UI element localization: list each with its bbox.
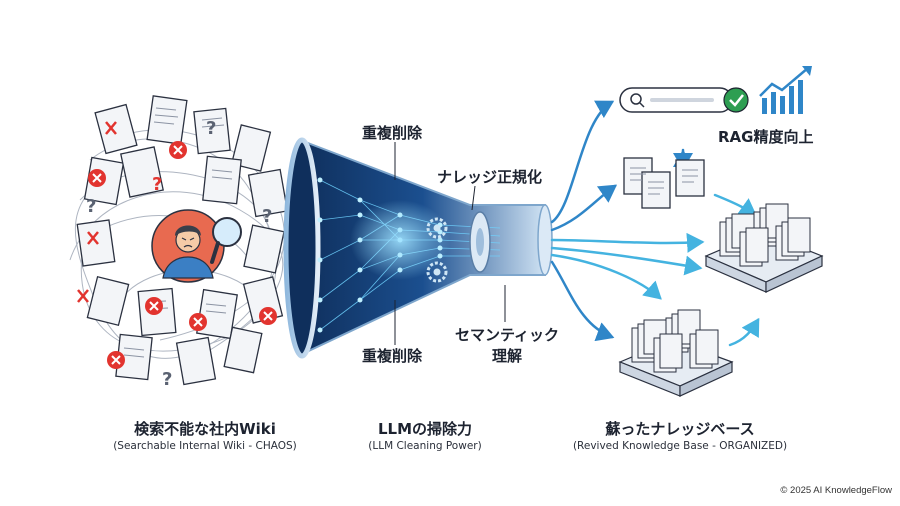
close-icon — [189, 313, 207, 331]
llm-caption: LLMの掃除力 — [377, 420, 473, 438]
llm-subcaption: (LLM Cleaning Power) — [368, 440, 482, 452]
chaos-subcaption: (Searchable Internal Wiki - CHAOS) — [113, 440, 297, 452]
dedup-label-bottom: 重複削除 — [362, 347, 423, 365]
document-icon — [175, 336, 217, 386]
document-icon — [196, 288, 238, 340]
magnifier-icon — [210, 217, 242, 264]
copyright: © 2025 AI KnowledgeFlow — [780, 485, 892, 496]
close-icon — [77, 289, 89, 303]
funnel — [283, 137, 553, 359]
document-icon — [641, 171, 671, 209]
document-icon — [120, 146, 164, 198]
revived-subcaption: (Revived Knowledge Base - ORGANIZED) — [572, 440, 788, 452]
close-icon — [87, 231, 99, 245]
rag-label: RAG精度向上 — [718, 128, 814, 146]
semantic-label-line1: セマンティック — [454, 326, 560, 344]
document-stack-platform — [704, 203, 824, 293]
close-icon — [169, 141, 187, 159]
gear-icon — [426, 217, 448, 239]
flow-arrows — [550, 100, 760, 347]
dedup-label-top: 重複削除 — [362, 124, 423, 142]
knowledge-base — [618, 66, 824, 397]
chaos-caption: 検索不能な社内Wiki — [134, 420, 276, 438]
close-icon — [145, 297, 163, 315]
document-icon — [202, 155, 242, 205]
document-icon — [243, 224, 285, 274]
avatar — [151, 209, 225, 283]
revived-caption: 蘇ったナレッジベース — [605, 420, 755, 438]
question-icon: ? — [206, 118, 216, 139]
document-icon — [247, 168, 289, 218]
document-stack-platform — [618, 309, 734, 397]
document-icon — [223, 326, 263, 374]
chaos-pile: ? ? ? ? ? — [69, 95, 289, 390]
document-icon — [86, 275, 130, 327]
normalize-label: ナレッジ正規化 — [437, 168, 543, 186]
document-icon — [675, 159, 705, 197]
semantic-label: セマンティック 理解 — [447, 324, 567, 366]
gear-icon — [426, 261, 448, 283]
document-icon — [146, 95, 188, 145]
document-icon — [94, 103, 138, 155]
question-icon: ? — [152, 174, 162, 195]
close-icon — [107, 351, 125, 369]
checkmark-icon — [723, 87, 749, 113]
close-icon — [259, 307, 277, 325]
question-icon: ? — [86, 196, 96, 217]
close-icon — [105, 121, 117, 135]
close-icon — [88, 169, 106, 187]
question-icon: ? — [262, 206, 272, 227]
semantic-label-line2: 理解 — [491, 347, 522, 365]
filter-disc — [469, 211, 491, 273]
question-icon: ? — [162, 369, 172, 390]
search-bar-icon — [619, 87, 733, 113]
growth-chart-icon — [759, 66, 812, 114]
